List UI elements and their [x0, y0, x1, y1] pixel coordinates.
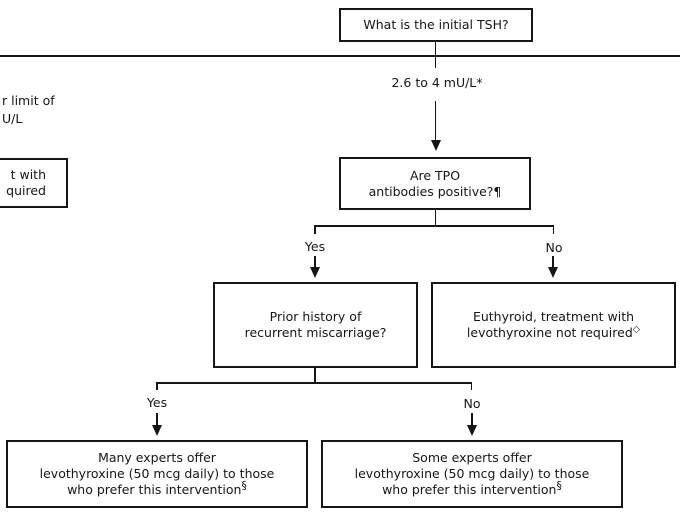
connector-tpo-no-stub [552, 225, 555, 234]
connector-miscarriage-stem [314, 368, 316, 382]
prior-miscarriage-question-box: Prior history of recurrent miscarriage? [213, 282, 418, 368]
many-experts-line3-text: who prefer this intervention [67, 482, 242, 497]
connector-tpo-yes-stub [314, 225, 316, 234]
offscreen-branch-label-line2: U/L [2, 110, 23, 126]
many-experts-offer-box: Many experts offer levothyroxine (50 mcg… [6, 440, 308, 508]
connector-miscarriage-yes-arrow-line [156, 413, 158, 426]
many-experts-line1: Many experts offer [98, 450, 216, 465]
diamond-footnote-icon: ◇ [632, 323, 641, 335]
down-arrow-icon [547, 267, 558, 278]
section-footnote-icon: § [241, 478, 247, 492]
tpo-question-line2: antibodies positive?¶ [368, 183, 502, 199]
initial-tsh-question-box: What is the initial TSH? [339, 8, 533, 42]
many-experts-line3: who prefer this intervention§ [67, 478, 247, 498]
connector-miscarriage-no-arrow-line [471, 413, 473, 426]
some-experts-line1: Some experts offer [412, 450, 532, 465]
down-arrow-icon [430, 140, 441, 151]
some-experts-offer-box: Some experts offer levothyroxine (50 mcg… [321, 440, 623, 508]
connector-tpo-yes-arrow-line [314, 256, 316, 268]
tpo-yes-branch-label: Yes [304, 239, 326, 254]
miscarriage-no-branch-label: No [463, 396, 481, 411]
connector-top-rule [0, 55, 680, 57]
miscarriage-question-line1: Prior history of [269, 309, 362, 324]
connector-tpo-stem [434, 210, 437, 225]
some-experts-line3-text: who prefer this intervention [382, 482, 557, 497]
tpo-no-branch-label: No [545, 240, 563, 255]
offscreen-branch-label-line1: r limit of [2, 93, 55, 108]
down-arrow-icon [152, 425, 163, 436]
tpo-question-line1: Are TPO [409, 167, 461, 183]
euthyroid-outcome-line2: levothyroxine not required◇ [467, 325, 640, 341]
offscreen-outcome-box-fragment: t with quired [0, 158, 68, 208]
tsh-range-branch-label: 2.6 to 4 mU/L* [391, 75, 483, 90]
miscarriage-yes-branch-label: Yes [146, 395, 168, 410]
section-footnote-icon: § [556, 478, 562, 492]
euthyroid-outcome-line2-text: levothyroxine not required [466, 325, 633, 340]
euthyroid-no-treatment-box: Euthyroid, treatment with levothyroxine … [431, 282, 676, 368]
many-experts-line2: levothyroxine (50 mcg daily) to those [39, 466, 275, 481]
connector-miscarriage-yes-stub [156, 382, 158, 390]
offscreen-outcome-line2: quired [6, 183, 46, 198]
connector-tsh-arrow-line [434, 101, 437, 141]
down-arrow-icon [466, 425, 477, 436]
connector-miscarriage-branch-rule [156, 382, 473, 384]
some-experts-line3: who prefer this intervention§ [382, 478, 562, 498]
euthyroid-outcome-line1: Euthyroid, treatment with [472, 309, 635, 324]
initial-tsh-question-text: What is the initial TSH? [363, 17, 509, 32]
down-arrow-icon [310, 267, 320, 278]
connector-tpo-no-arrow-line [552, 256, 554, 268]
miscarriage-question-line2: recurrent miscarriage? [244, 325, 387, 340]
tpo-antibodies-question-box: Are TPO antibodies positive?¶ [339, 157, 531, 210]
connector-tpo-branch-rule [314, 225, 555, 227]
offscreen-outcome-line1: t with [10, 167, 46, 182]
some-experts-line2: levothyroxine (50 mcg daily) to those [354, 466, 590, 481]
offscreen-branch-label-fragment: r limit of U/L [2, 92, 55, 127]
connector-miscarriage-no-stub [470, 382, 473, 390]
